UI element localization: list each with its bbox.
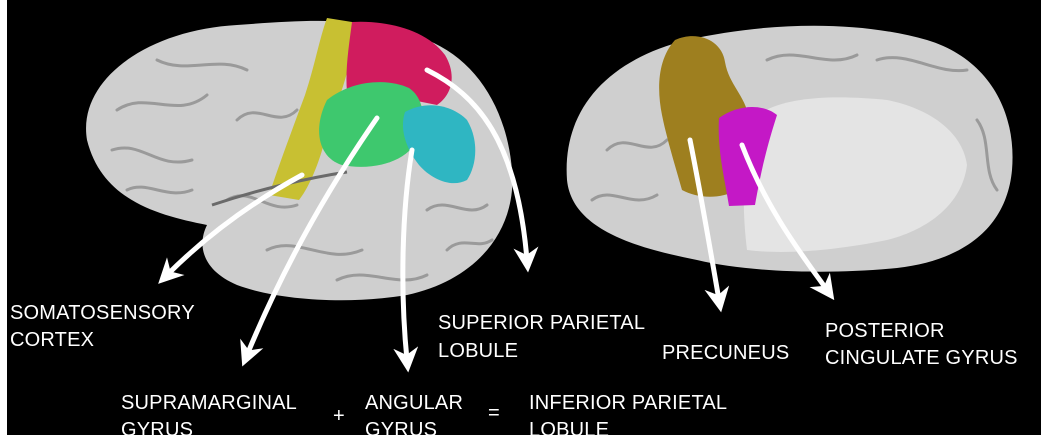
label-supramarginal-2: GYRUS <box>121 419 193 435</box>
label-supramarginal-1: SUPRAMARGINAL <box>121 392 297 415</box>
label-angular-2: GYRUS <box>365 419 437 435</box>
brain-figure: SOMATOSENSORY CORTEX SUPERIOR PARIETAL L… <box>7 0 1041 435</box>
label-inferior-parietal-2: LOBULE <box>529 419 609 435</box>
label-precuneus: PRECUNEUS <box>662 342 789 365</box>
label-posterior-cingulate-2: CINGULATE GYRUS <box>825 347 1018 370</box>
label-angular-1: ANGULAR <box>365 392 463 415</box>
label-inferior-parietal-1: INFERIOR PARIETAL <box>529 392 727 415</box>
label-superior-parietal-2: LOBULE <box>438 340 518 363</box>
lateral-brain <box>86 18 512 300</box>
label-somatosensory-1: SOMATOSENSORY <box>10 302 195 325</box>
equals-sign: = <box>488 402 500 425</box>
label-superior-parietal-1: SUPERIOR PARIETAL <box>438 312 645 335</box>
label-somatosensory-2: CORTEX <box>10 329 94 352</box>
label-posterior-cingulate-1: POSTERIOR <box>825 320 945 343</box>
plus-sign: + <box>333 405 345 428</box>
